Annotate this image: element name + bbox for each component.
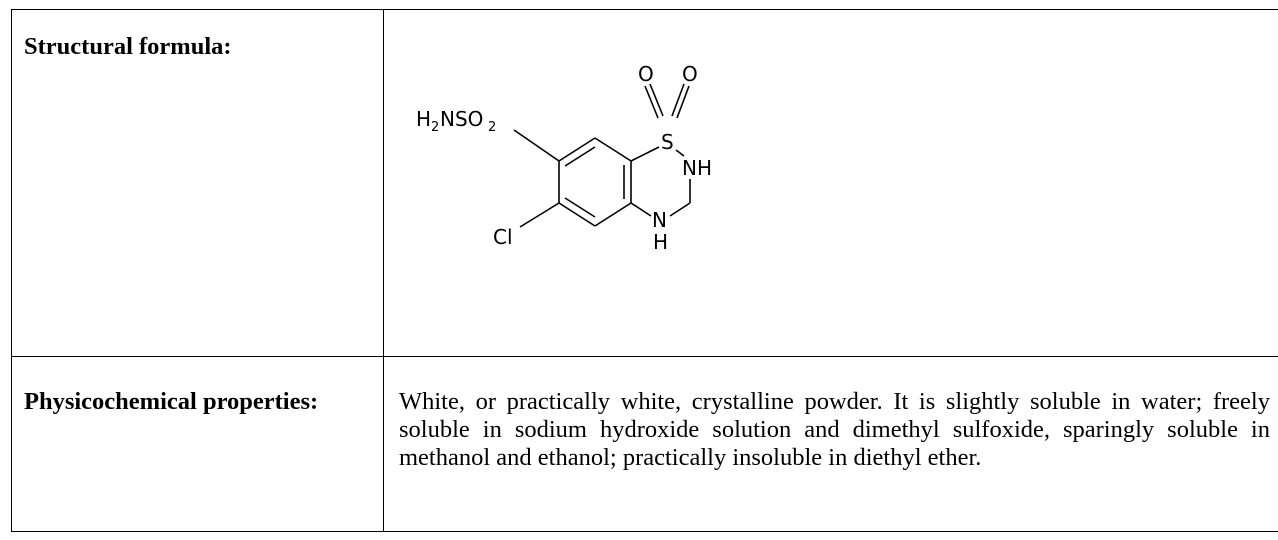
structural-formula-diagram: O O H 2 NSO 2 S NH N H Cl <box>416 62 712 254</box>
properties-table: Structural formula: <box>11 9 1278 532</box>
atom-h2nso2-subscript-a: 2 <box>431 120 439 135</box>
atom-sulfur: S <box>661 130 674 154</box>
bond-n-ring <box>630 202 652 217</box>
bond-chlorine <box>519 202 560 228</box>
bond-so-left-b <box>649 83 664 117</box>
bond-s-nh <box>675 149 685 157</box>
atom-nitrogen: N <box>652 208 667 232</box>
atom-oxygen-left: O <box>638 62 654 86</box>
atom-h2nso2-nso: NSO <box>440 107 483 131</box>
properties-value-cell: White, or practically white, crystalline… <box>383 356 1278 532</box>
bond-sulfonamide <box>513 129 560 162</box>
physicochemical-properties-text: White, or practically white, crystalline… <box>399 388 1270 471</box>
structure-cell: O O H 2 NSO 2 S NH N H Cl <box>383 9 1278 357</box>
bond-so-left-a <box>644 85 659 119</box>
label-cell: Structural formula: <box>11 9 384 357</box>
atom-h2nso2-h: H <box>416 107 431 131</box>
physicochemical-properties-label: Physicochemical properties: <box>24 388 319 415</box>
bond-ring-s <box>630 146 660 162</box>
atom-h2nso2-subscript-b: 2 <box>488 120 496 135</box>
atom-hydrogen: H <box>653 230 668 254</box>
bond-ring-top-right <box>594 137 632 162</box>
bond-so-right-a <box>671 83 685 117</box>
bond-ring-bottom-left-inner <box>564 197 596 218</box>
structural-formula-label: Structural formula: <box>24 33 232 60</box>
bond-ring-bottom-left <box>558 202 596 227</box>
table-row-structural-formula: Structural formula: <box>11 9 1278 357</box>
bond-ch2-n <box>669 202 691 217</box>
atom-chlorine: Cl <box>493 225 513 249</box>
atom-oxygen-right: O <box>682 62 698 86</box>
bond-ring-bottom-right <box>594 202 632 227</box>
label-cell: Physicochemical properties: <box>11 356 384 532</box>
structure-wrap: O O H 2 NSO 2 S NH N H Cl <box>384 10 1278 356</box>
bond-ring-top-left-inner <box>564 146 596 167</box>
atom-nh: NH <box>682 156 712 180</box>
bond-ring-top-left <box>558 137 596 162</box>
bond-so-right-b <box>676 85 690 119</box>
table-row-physicochemical-properties: Physicochemical properties: White, or pr… <box>11 356 1278 532</box>
